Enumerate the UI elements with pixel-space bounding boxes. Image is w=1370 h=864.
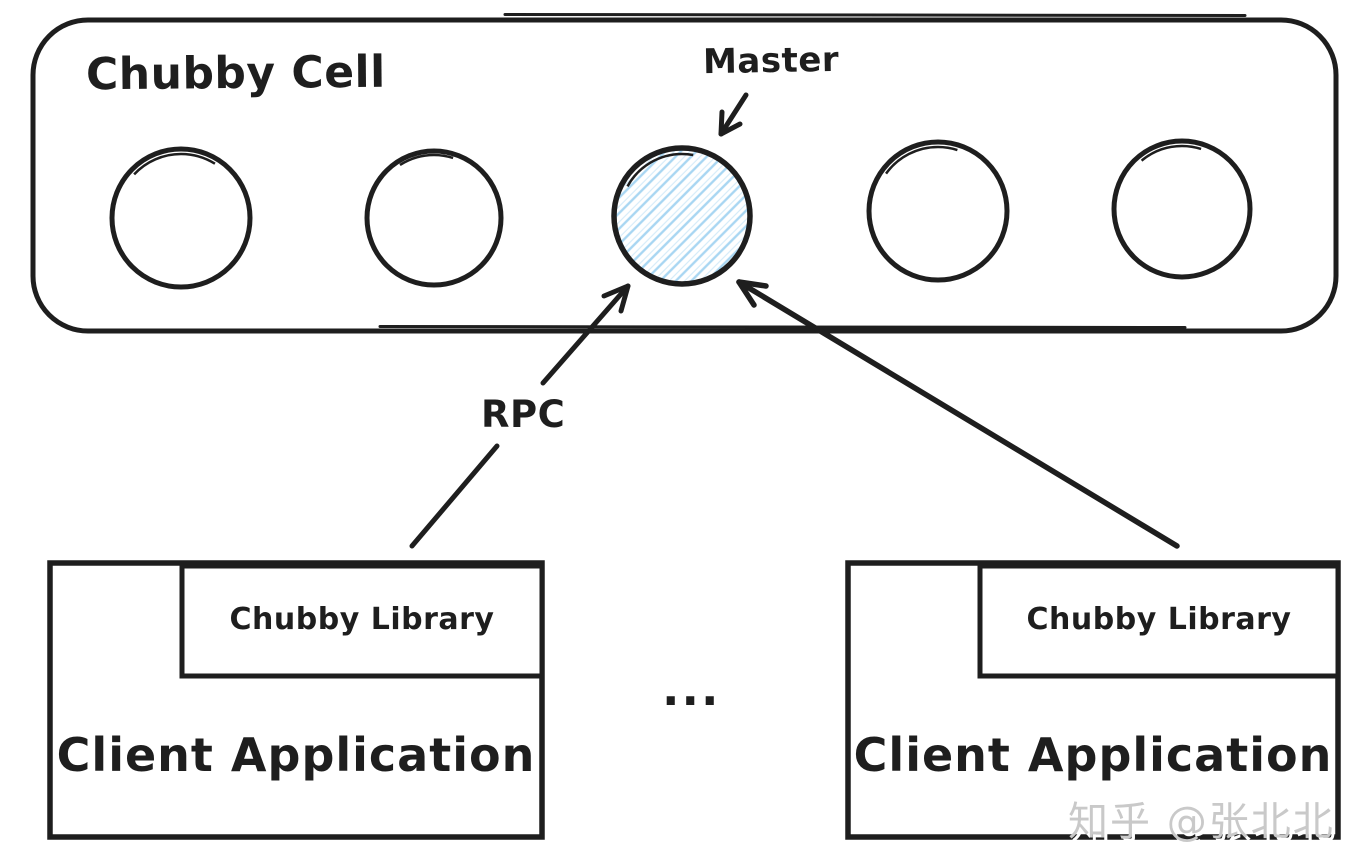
chubby-cell-title: Chubby Cell <box>85 46 386 101</box>
clients-ellipsis: ... <box>662 662 721 716</box>
rpc-arrow-lower-segment <box>409 443 500 549</box>
client2-arrow-head <box>736 279 769 308</box>
rpc-label: RPC <box>481 393 566 436</box>
replica-circle-4-overdraw <box>872 145 1004 277</box>
chubby-library-label-right: Chubby Library <box>1026 602 1292 637</box>
master-circle-overdraw <box>618 152 746 280</box>
master-pointer-arrow-head <box>718 109 743 137</box>
replica-circle-4 <box>866 139 1010 283</box>
master-label: Master <box>702 39 840 83</box>
rpc-arrow-head <box>601 283 631 314</box>
chubby-cell-bottom-overdraw <box>378 325 1187 329</box>
master-pointer-arrow <box>718 92 749 137</box>
replica-circle-5-overdraw <box>1117 144 1247 274</box>
replica-circle-1 <box>109 146 253 290</box>
client-application-label-right: Client Application <box>853 728 1333 782</box>
rpc-arrow-upper-segment <box>540 283 631 386</box>
client-application-label-left: Client Application <box>56 728 536 782</box>
master-pointer-arrow-line <box>718 92 749 137</box>
rpc-arrow <box>409 283 631 549</box>
chubby-library-box-left <box>179 563 545 679</box>
client2-arrow-line <box>736 279 1180 549</box>
client2-arrow <box>736 279 1180 549</box>
chubby-cell-top-overdraw <box>503 13 1247 17</box>
zhihu-watermark: 知乎 @张北北 <box>1068 799 1335 845</box>
replica-circle-2-overdraw <box>369 153 499 283</box>
chubby-library-label-left: Chubby Library <box>229 602 495 637</box>
replica-circle-1-overdraw <box>115 152 247 284</box>
master-circle <box>611 145 753 287</box>
replica-circle-5 <box>1111 138 1253 280</box>
chubby-library-box-right <box>977 563 1341 679</box>
replica-circle-2 <box>364 148 504 288</box>
